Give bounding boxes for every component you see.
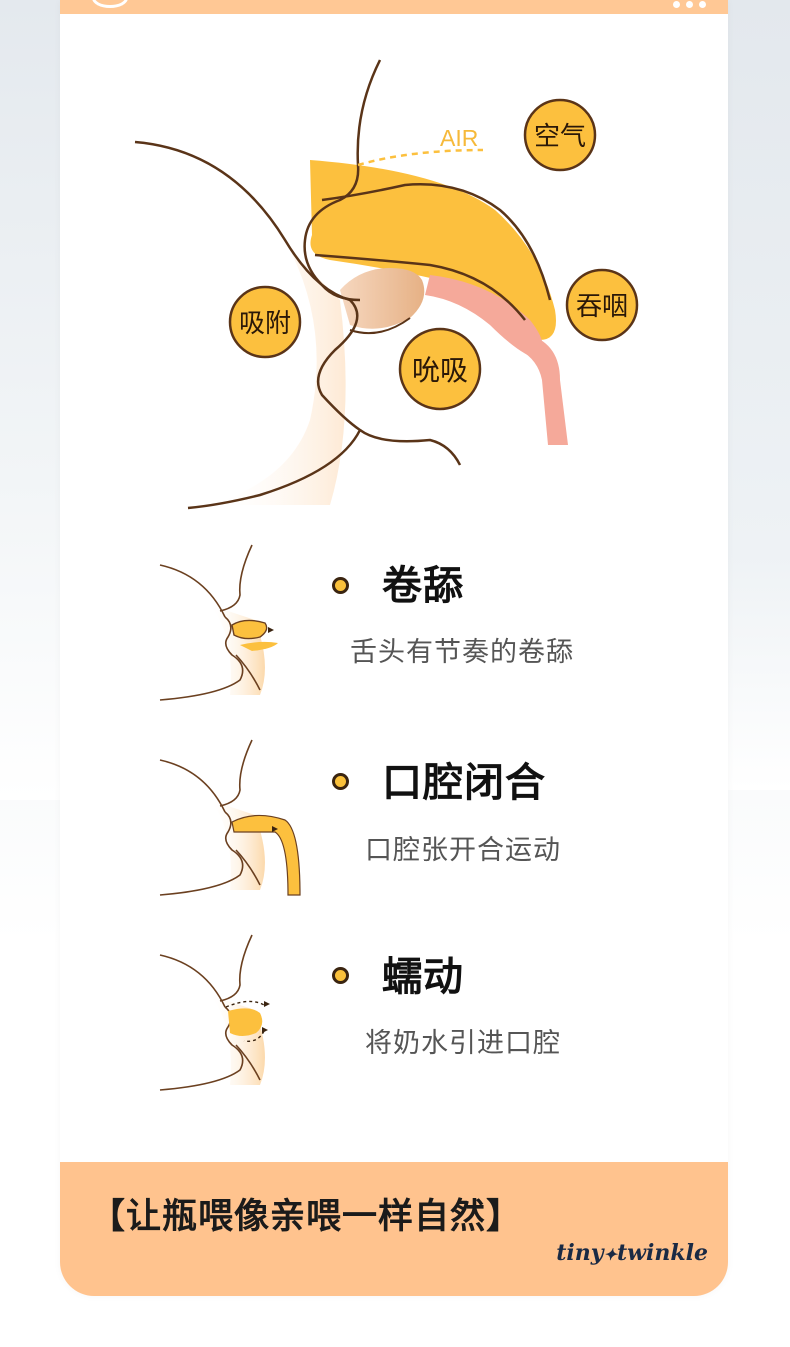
- badge-latch-label: 吸附: [239, 309, 291, 339]
- step-illustration-roll: [159, 544, 278, 701]
- mouth-cross-section: [134, 59, 568, 510]
- feeding-diagram: AIR 空气 吞咽 吸附 吮吸: [134, 59, 639, 1091]
- content-card: AIR 空气 吞咽 吸附 吮吸: [60, 0, 728, 1296]
- step-illustration-peristalsis: [159, 934, 270, 1091]
- air-label: AIR: [440, 125, 478, 151]
- step-close-title: 口腔闭合: [382, 760, 546, 806]
- step-peristalsis-bullet-icon: [332, 967, 349, 984]
- brand-logo-left: tiny: [556, 1240, 604, 1266]
- badge-air-label: 空气: [534, 122, 586, 152]
- star-icon: ✦: [603, 1245, 617, 1264]
- step-close-bullet-icon: [332, 773, 349, 790]
- step-peristalsis-desc: 将奶水引进口腔: [365, 1028, 561, 1059]
- badge-swallow-label: 吞咽: [576, 292, 628, 322]
- step-roll-bullet-icon: [332, 577, 349, 594]
- step-roll-desc: 舌头有节奏的卷舔: [350, 637, 574, 668]
- footer-banner: 【让瓶喂像亲喂一样自然】 tiny✦twinkle: [60, 1162, 728, 1296]
- badge-latch: 吸附: [228, 285, 302, 359]
- background-left: [0, 0, 70, 800]
- step-close-desc: 口腔张开合运动: [365, 835, 561, 866]
- badge-suck-label: 吮吸: [412, 354, 468, 387]
- step-peristalsis-title: 蠕动: [382, 954, 464, 1000]
- badge-suck: 吮吸: [398, 327, 482, 411]
- background-right: [726, 0, 790, 790]
- step-illustration-close: [159, 739, 301, 896]
- slogan-text: 【让瓶喂像亲喂一样自然】: [90, 1197, 523, 1237]
- more-icon[interactable]: [673, 1, 706, 8]
- brand-logo: tiny✦twinkle: [556, 1242, 708, 1264]
- step-roll-title: 卷舔: [382, 563, 464, 609]
- badge-air: 空气: [523, 98, 597, 172]
- badge-swallow: 吞咽: [565, 268, 639, 342]
- brand-logo-right: twinkle: [616, 1240, 708, 1266]
- top-strip: [60, 0, 728, 14]
